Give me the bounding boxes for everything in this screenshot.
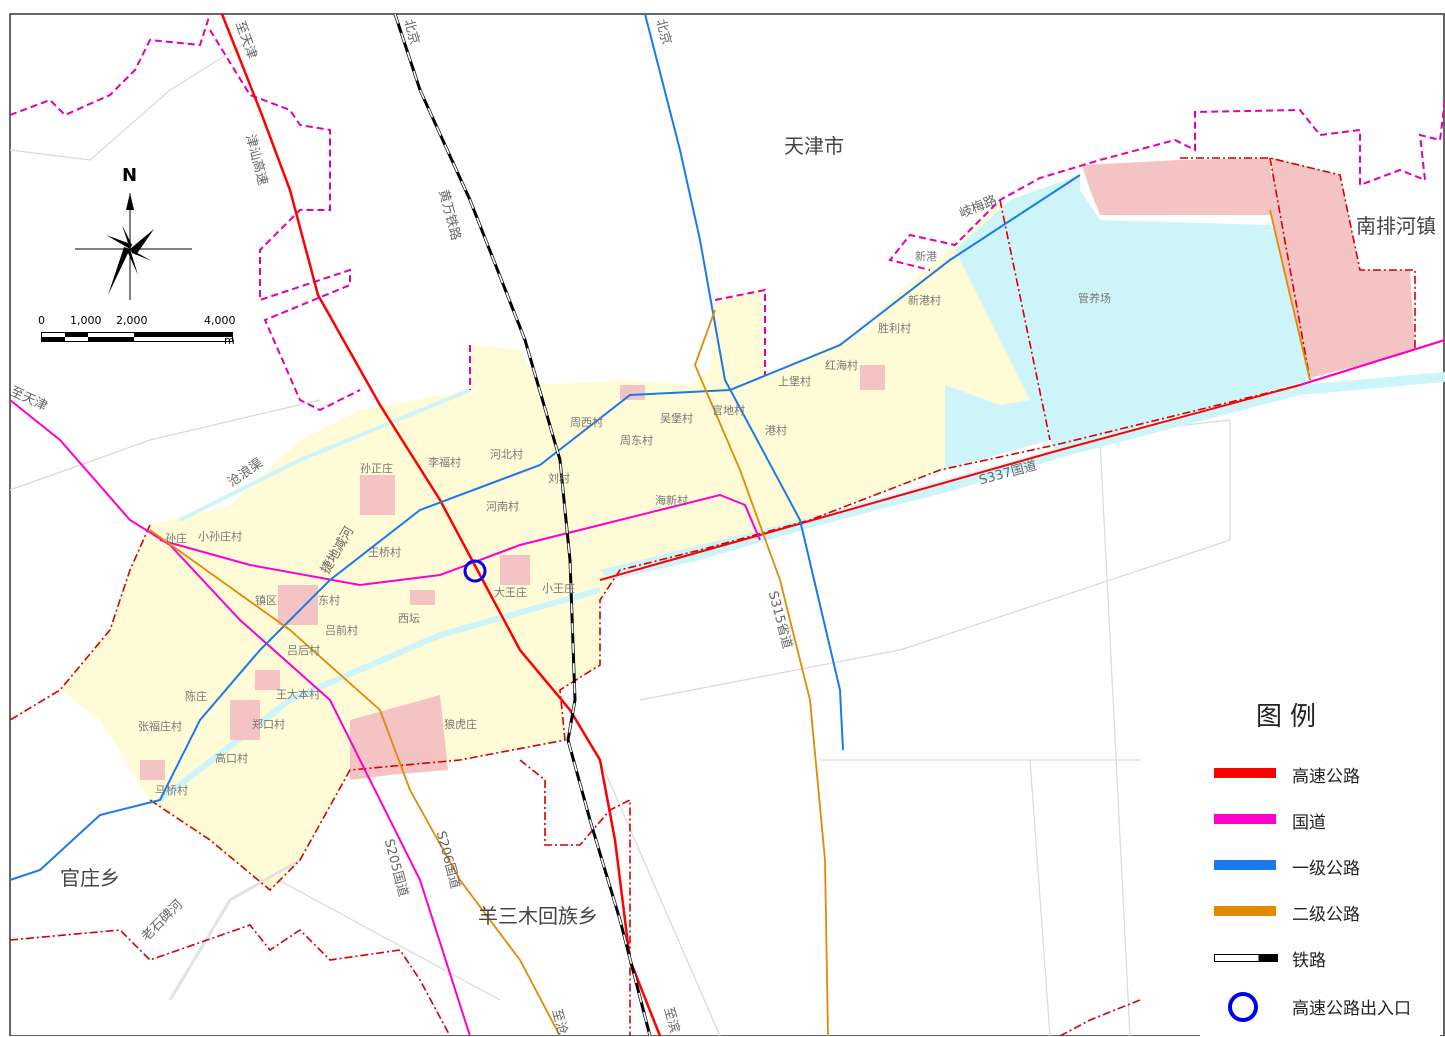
legend-label: 二级公路: [1292, 905, 1360, 925]
river: [600, 372, 1445, 580]
minor-roads: [9, 39, 1231, 1036]
village-label: 孙庄: [165, 532, 187, 545]
legend-label: 一级公路: [1292, 859, 1360, 879]
legend-item-second-class-road: 二级公路: [1214, 898, 1434, 925]
area-label-guanyang: 管养场: [1078, 292, 1111, 305]
town-area: [60, 200, 1050, 890]
village-label: 张福庄村: [138, 720, 182, 733]
village-label: 海新村: [655, 494, 688, 507]
railway-line: [393, 13, 652, 1036]
village-label: 吴堡村: [660, 412, 693, 425]
legend-label: 国道: [1292, 813, 1326, 833]
village-label: 刘村: [548, 472, 570, 485]
legend-item-railway: 铁路: [1214, 944, 1434, 971]
village-label: 红海村: [825, 359, 858, 372]
village-label: 高口村: [215, 752, 248, 765]
village-label: 王桥村: [368, 546, 401, 559]
scale-tick: 4,000: [204, 314, 236, 327]
village-label: 郑口村: [252, 718, 285, 731]
village-label: 官地村: [712, 404, 745, 417]
region-label-nanpaihe: 南排河镇: [1356, 214, 1436, 238]
legend-swatch: [1214, 768, 1276, 778]
national-roads: [9, 339, 1445, 1036]
legend-item-expressway: 高速公路: [1214, 760, 1434, 787]
legend-item-national-road: 国道: [1214, 806, 1434, 833]
scale-bar: 0 1,000 2,000 4,000 m: [30, 312, 250, 352]
village-label: 镇区: [255, 594, 277, 607]
legend-swatch-rail: [1214, 954, 1278, 962]
expressway-interchange-marker[interactable]: [463, 559, 487, 583]
canal: [158, 587, 601, 803]
village-label: 狼虎庄: [444, 718, 477, 731]
village-label: 西坛: [398, 612, 420, 625]
expressway-line: [220, 13, 662, 1036]
village-label: 陈庄: [185, 690, 207, 703]
first-class-roads: [9, 13, 1081, 881]
legend-label: 铁路: [1292, 951, 1326, 971]
region-label-guanzhuang: 官庄乡: [60, 866, 120, 890]
village-label: 吕前村: [325, 624, 358, 637]
legend-swatch: [1214, 860, 1276, 870]
village-label: 上堡村: [778, 375, 811, 388]
village-label: 东村: [318, 594, 340, 607]
legend-item-first-class-road: 一级公路: [1214, 852, 1434, 879]
town-boundary: [9, 157, 1445, 1036]
village-label: 吕后村: [287, 644, 320, 657]
second-class-roads: [149, 209, 1311, 1036]
ring-icon: [1228, 992, 1258, 1022]
village-label: 马桥村: [155, 784, 188, 797]
legend-title: 图例: [1256, 702, 1325, 732]
north-label: N: [122, 165, 138, 186]
village-label: 新港: [915, 250, 937, 263]
admin-boundary: [9, 13, 1445, 412]
village-label: 李福村: [428, 456, 461, 469]
water-pond: [945, 385, 1050, 470]
region-label-tianjin: 天津市: [784, 134, 844, 158]
region-label-yangsanmu: 羊三木回族乡: [478, 904, 598, 928]
scale-bar-frame: [41, 332, 233, 342]
legend: 图例 高速公路 国道 一级公路 二级公路 铁路 高速公路出入口: [1200, 690, 1440, 1036]
legend-swatch: [1214, 906, 1276, 916]
legend-label: 高速公路: [1292, 767, 1360, 787]
village-label: 河北村: [490, 448, 523, 461]
north-arrow: N: [70, 165, 200, 310]
village-label: 王大本村: [276, 688, 320, 701]
legend-swatch: [1214, 814, 1276, 824]
water-area: [955, 175, 1310, 450]
village-label: 孙正庄: [360, 462, 393, 475]
village-label: 胜利村: [878, 322, 911, 335]
village-label: 大王庄: [494, 586, 527, 599]
village-label: 新港村: [908, 294, 941, 307]
industrial-areas: [140, 158, 1415, 780]
village-label: 周西村: [570, 416, 603, 429]
compass-rose-icon: [75, 193, 192, 300]
scale-tick: 2,000: [116, 314, 148, 327]
scale-unit: m: [224, 334, 235, 347]
village-label: 河南村: [486, 500, 519, 513]
village-label: 小王庄: [542, 582, 575, 595]
scale-tick: 1,000: [70, 314, 102, 327]
old-river: [168, 858, 301, 1001]
village-label: 港村: [765, 424, 787, 437]
legend-label: 高速公路出入口: [1292, 999, 1411, 1019]
scale-tick: 0: [38, 314, 45, 327]
canal-north: [179, 388, 471, 522]
village-label: 周东村: [620, 434, 653, 447]
village-label: 小孙庄村: [198, 530, 242, 543]
legend-item-interchange: 高速公路出入口: [1214, 992, 1434, 1022]
